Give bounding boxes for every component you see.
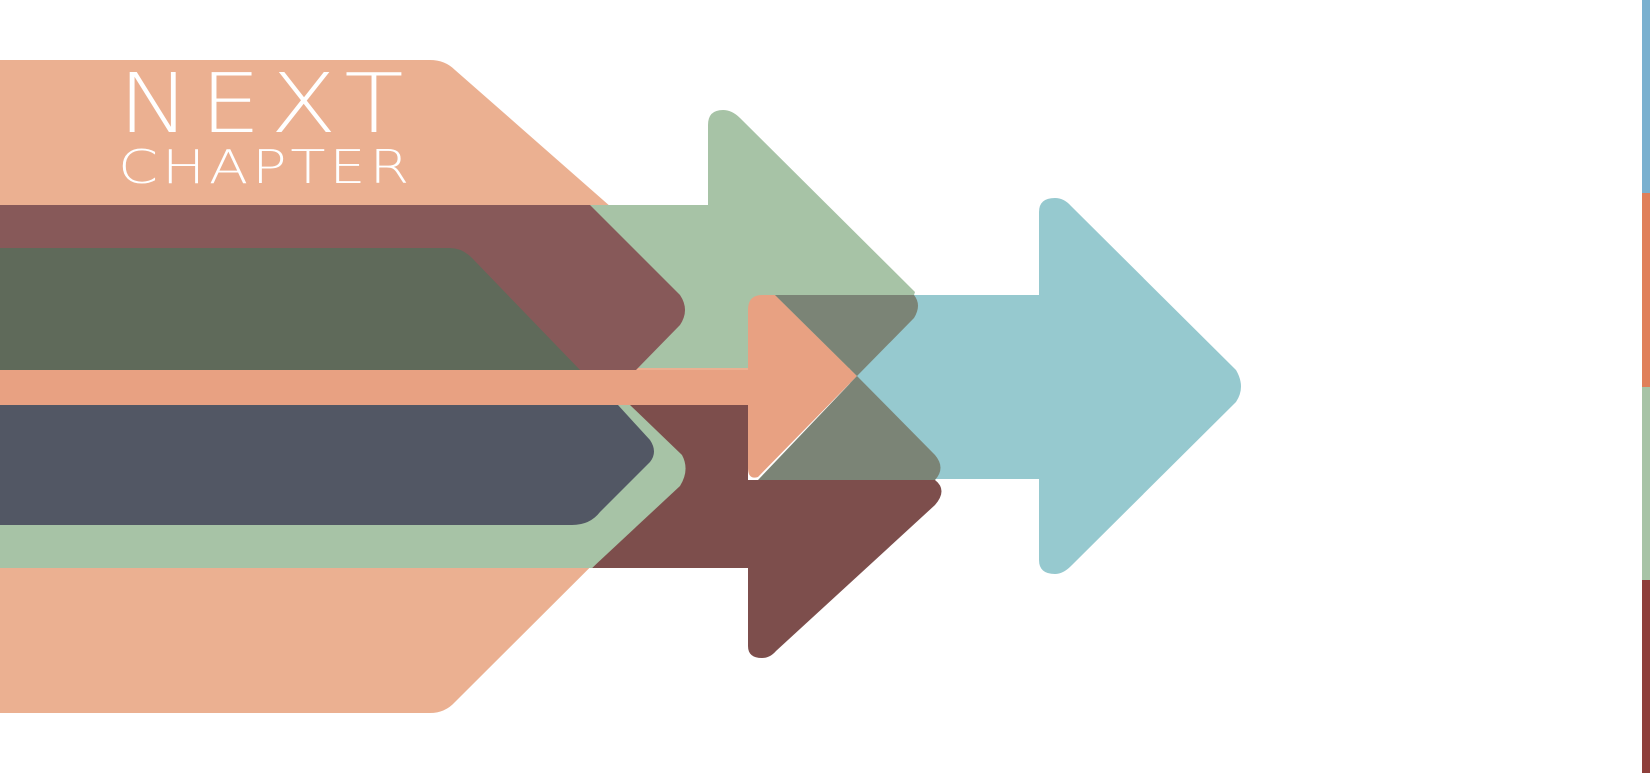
overlap-upper-shape [775, 295, 918, 376]
strip-blue-segment [1642, 0, 1650, 194]
strip-orange-segment [1642, 193, 1650, 387]
title-chapter: CHAPTER [118, 140, 414, 194]
peach-center-arrow-shape [0, 295, 857, 478]
strip-red-segment [1642, 579, 1650, 773]
title-block: NEXT CHAPTER [118, 64, 488, 195]
side-color-strip [1642, 0, 1650, 773]
slate-band-shape [0, 405, 654, 525]
teal-arrow-shape [850, 198, 1241, 574]
overlap-lower-shape [758, 376, 941, 480]
title-next: NEXT [118, 57, 413, 152]
strip-green-segment [1642, 386, 1650, 580]
olive-band-shape [0, 248, 580, 370]
